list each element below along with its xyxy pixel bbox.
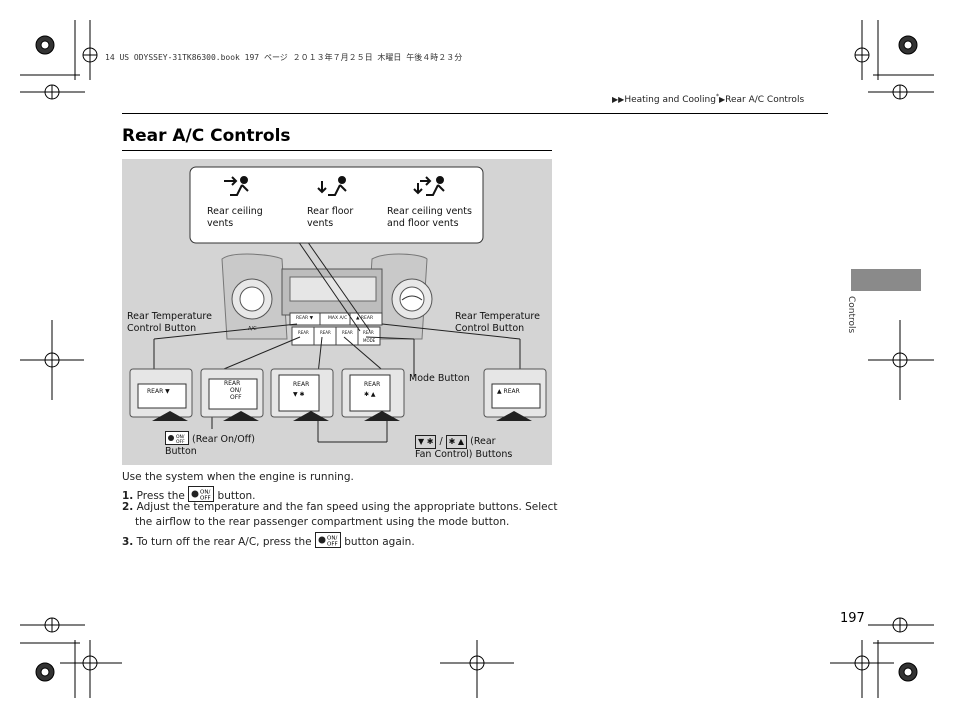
step-2: 2. Adjust the temperature and the fan sp… (122, 501, 558, 513)
intro-text: Use the system when the engine is runnin… (122, 471, 354, 483)
card-rear-temp-up[interactable]: ▲ REAR (497, 388, 520, 395)
breadcrumb: ▶▶Heating and Cooling*▶Rear A/C Controls (612, 93, 804, 105)
step-1: 1. Press the ON/OFF button. (122, 486, 256, 502)
rear-ac-figure-drawing (129, 166, 547, 443)
panel-lower-row: REAR REAR REAR REAR MODE (292, 328, 380, 346)
svg-text:OFF: OFF (200, 496, 211, 502)
fan-down-icon: ▼ ✱ (415, 435, 437, 449)
panel-rear-down-button[interactable]: REAR ▼ (296, 316, 314, 321)
panel-rear-onoff-button[interactable]: REAR (298, 330, 309, 335)
breadcrumb-arrow-icon: ▶ (718, 95, 726, 104)
section-tab-label: Controls (846, 296, 856, 334)
panel-fan-up-button[interactable]: REAR (342, 330, 353, 335)
breadcrumb-asterisk: * (715, 93, 719, 100)
panel-max-ac-button[interactable]: MAX A/C (328, 316, 348, 321)
svg-text:ON/: ON/ (200, 490, 210, 496)
svg-text:ON/: ON/ (176, 434, 185, 440)
panel-mode-label: MODE (363, 338, 376, 343)
book-file-info: 14 US ODYSSEY-31TK86300.book 197 ページ ２０１… (105, 53, 463, 62)
header-rule (122, 113, 828, 114)
panel-fan-down-button[interactable]: REAR (320, 330, 331, 335)
page-title: Rear A/C Controls (122, 126, 291, 146)
card-rear-temp-down[interactable]: REAR ▼ (147, 388, 170, 395)
card-fan-up[interactable]: REAR✱ ▲ (364, 381, 381, 398)
step-2-continued: the airflow to the rear passenger compar… (135, 516, 510, 528)
step-3: 3. To turn off the rear A/C, press the O… (122, 532, 415, 548)
onoff-icon: ON/OFF (188, 486, 215, 502)
onoff-icon: ON/OFF (314, 532, 341, 548)
card-fan-down[interactable]: REAR▼ ✱ (293, 381, 310, 398)
section-tab[interactable] (851, 269, 921, 291)
breadcrumb-arrow-icon: ▶▶ (612, 95, 625, 104)
breadcrumb-link-heating[interactable]: Heating and Cooling (624, 95, 716, 105)
panel-rear-up-button[interactable]: ▲ REAR (356, 316, 374, 321)
panel-mode-button[interactable]: REAR (363, 330, 374, 335)
svg-text:OFF: OFF (327, 542, 338, 548)
page-number: 197 (840, 611, 865, 626)
ceiling-and-floor-vents-icon (413, 176, 445, 196)
floor-vents-icon (317, 176, 347, 196)
breadcrumb-current: Rear A/C Controls (725, 95, 805, 105)
onoff-button-caption: ON/OFF (Rear On/Off) Button (165, 431, 255, 458)
control-panel-drawing (221, 253, 433, 346)
fan-up-icon: ✱ ▲ (445, 435, 468, 449)
mode-button-label: Mode Button (409, 373, 470, 384)
svg-text:OFF: OFF (176, 439, 185, 444)
panel-button-row: REAR ▼ MAX A/C ▲ REAR (290, 313, 384, 325)
button-cards (129, 368, 547, 421)
fan-buttons-caption: ▼ ✱ / ✱ ▲ (Rear Fan Control) Buttons (415, 435, 513, 460)
panel-ac-label: A/C (248, 326, 257, 332)
svg-text:ON/: ON/ (327, 536, 337, 542)
title-rule (122, 150, 552, 151)
onoff-icon: ON/OFF (165, 431, 189, 445)
ceiling-vents-icon (224, 176, 249, 196)
